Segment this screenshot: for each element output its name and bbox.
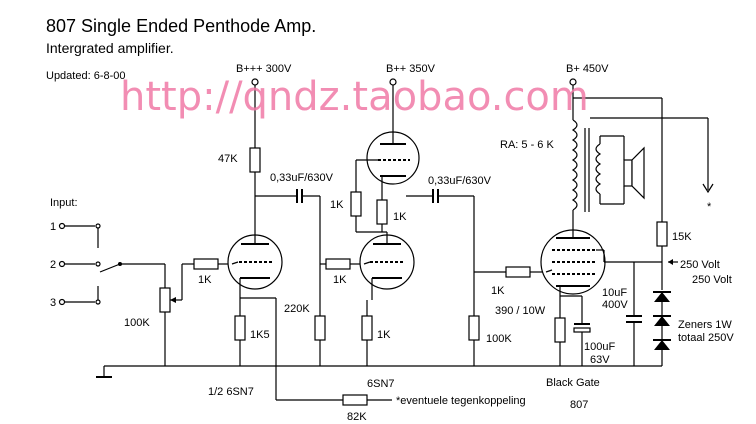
page-subtitle: Intergrated amplifier. — [46, 40, 174, 56]
input-pin-2: 2 — [50, 259, 56, 271]
feedback-resistor-82k-value: 82K — [347, 411, 367, 423]
tube-2-upper — [366, 85, 420, 185]
screen-resistor-15k — [656, 221, 668, 247]
tube-1 — [227, 196, 283, 298]
feedback-star: * — [707, 201, 712, 213]
tube-807-label: 807 — [570, 399, 588, 411]
plate-load-47k-value: 47K — [218, 153, 238, 165]
grid-stopper-2-value: 1K — [333, 274, 347, 286]
cathode-resistor-390-value: 390 / 10W — [495, 305, 546, 317]
upper-grid-resistor-1k-value: 1K — [330, 199, 344, 211]
cathode-resistor-1k5-value: 1K5 — [250, 329, 270, 341]
cathode-resistor-1k-value: 1K — [377, 329, 391, 341]
upper-cathode-resistor-1k — [376, 199, 388, 225]
tube-1-label: 1/2 6SN7 — [208, 386, 254, 398]
supply-b1-label: B+ 450V — [566, 63, 609, 75]
v250-label-2: 250 Volt — [692, 274, 732, 286]
transformer-secondary — [595, 143, 602, 195]
input-pin-1: 1 — [50, 221, 56, 233]
cap-100uf-voltage: 63V — [590, 354, 610, 366]
feedback-arrow-icon — [702, 183, 714, 194]
plate-load-47k — [249, 147, 261, 173]
cap-10uf-value: 10uF — [602, 287, 627, 299]
grid-stopper-3-value: 1K — [491, 285, 505, 297]
upper-cathode-resistor-1k-value: 1K — [393, 211, 407, 223]
transformer-primary — [571, 119, 578, 211]
input-selector-switch — [58, 222, 165, 306]
speaker-icon — [623, 146, 645, 200]
grid-stopper-1 — [193, 258, 219, 270]
screen-resistor-15k-value: 15K — [672, 231, 692, 243]
tube-2-lower — [359, 234, 415, 300]
volume-potentiometer — [159, 263, 194, 366]
grid-resistor-100k-value: 100K — [486, 333, 512, 345]
page-title: 807 Single Ended Penthode Amp. — [46, 16, 316, 36]
pot-value: 100K — [124, 317, 150, 329]
coupling-cap-1-value: 0,33uF/630V — [270, 172, 334, 184]
cathode-resistor-1k — [361, 315, 373, 341]
cap-10uf-voltage: 400V — [602, 299, 628, 311]
output-tube-807 — [540, 220, 662, 295]
watermark: http://qndz.taobao.com — [120, 74, 589, 120]
upper-grid-resistor-1k — [350, 191, 362, 217]
grid-stopper-1-value: 1K — [198, 274, 212, 286]
grid-resistor-220k-value: 220K — [284, 303, 310, 315]
input-pin-3: 3 — [50, 297, 56, 309]
coupling-cap-2-value: 0,33uF/630V — [428, 175, 492, 187]
ground-icon — [96, 366, 112, 378]
supply-b3-label: B+++ 300V — [236, 63, 292, 75]
transformer-ra-label: RA: 5 - 6 K — [500, 139, 554, 151]
updated-date: Updated: 6-8-00 — [46, 70, 126, 82]
cathode-resistor-1k5 — [234, 315, 246, 341]
input-label: Input: — [50, 197, 78, 209]
grid-stopper-2 — [325, 258, 351, 270]
zener-diodes — [653, 291, 671, 366]
tube-2-label: 6SN7 — [367, 378, 395, 390]
black-gate-label: Black Gate — [546, 377, 600, 389]
grid-resistor-100k — [468, 315, 480, 341]
v250-label-1: 250 Volt — [680, 259, 720, 271]
zeners-total-label: totaal 250V — [678, 332, 734, 344]
cap-100uf-value: 100uF — [584, 341, 615, 353]
grid-resistor-220k — [314, 315, 326, 341]
supply-b2-label: B++ 350V — [386, 63, 436, 75]
cathode-resistor-390 — [554, 317, 566, 343]
zeners-label: Zeners 1W — [678, 319, 732, 331]
grid-stopper-3 — [505, 266, 531, 278]
feedback-note: *eventuele tegenkoppeling — [396, 395, 526, 407]
feedback-resistor-82k — [342, 394, 368, 406]
